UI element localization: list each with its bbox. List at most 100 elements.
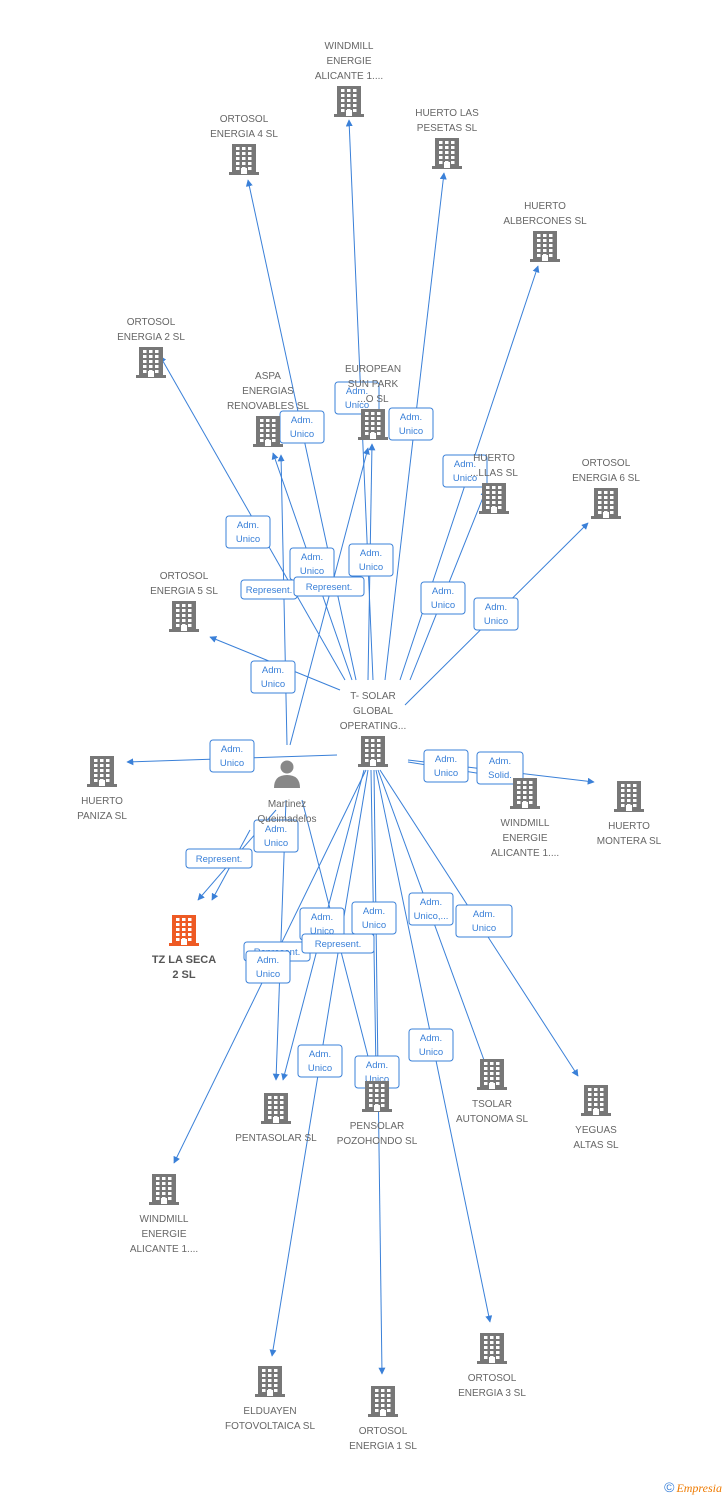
role-badge[interactable]: Adm.Unico <box>253 819 299 853</box>
role-badge[interactable]: Adm. Unico <box>388 407 434 441</box>
role-badge[interactable]: Adm.Solid. <box>476 751 524 785</box>
node-label: YEGUAS <box>575 1125 617 1136</box>
badge-label: Adm. <box>473 909 495 920</box>
badge-label: Represent. <box>246 585 292 596</box>
role-badge[interactable]: Adm.Unico <box>225 515 271 549</box>
role-badge[interactable]: Adm.Unico <box>442 454 488 488</box>
node-pentasolar[interactable]: PENTASOLAR SL <box>235 1093 317 1144</box>
badge-label: Unico <box>359 562 383 573</box>
node-label: SUN PARK <box>348 379 399 390</box>
badge-label: Unico <box>256 969 280 980</box>
badge-label: Unico <box>308 1063 332 1074</box>
role-badge[interactable]: Adm. Unico <box>408 1028 454 1062</box>
role-badge[interactable]: Represent. <box>240 579 298 600</box>
badge-label: Adm. <box>432 586 454 597</box>
badge-label: Unico <box>365 1074 389 1085</box>
role-badge[interactable]: Adm.Unico <box>297 1044 343 1078</box>
badge-label: Unico <box>484 616 508 627</box>
badge-label: Adm. <box>346 386 368 397</box>
node-label: HUERTO <box>608 821 650 832</box>
node-label: ORTOSOL <box>468 1373 517 1384</box>
role-badge[interactable]: Adm.Unico,... <box>408 892 454 926</box>
node-label: HUERTO <box>524 201 566 212</box>
building-icon <box>169 915 199 946</box>
brand-logo: Empresia <box>676 1481 722 1495</box>
building-icon <box>530 231 560 262</box>
badge-label: Solid. <box>488 770 512 781</box>
badge-label: Unico <box>419 1047 443 1058</box>
role-badge[interactable]: Adm.Unico <box>299 907 345 941</box>
node-label: ORTOSOL <box>160 571 209 582</box>
node-tsolar-global[interactable]: T- SOLARGLOBALOPERATING... <box>340 691 407 767</box>
role-badge[interactable]: Adm.Unico <box>250 660 296 694</box>
node-label: ALTAS SL <box>573 1140 619 1151</box>
node-label: ENERGIA 6 SL <box>572 473 640 484</box>
badge-label: Adm. <box>420 1033 442 1044</box>
node-huerto-montera[interactable]: HUERTO MONTERA SL <box>597 781 662 847</box>
node-label: ...O SL <box>357 394 389 405</box>
role-badge[interactable]: Adm.Unico <box>455 904 513 938</box>
badge-label: Adm. <box>291 415 313 426</box>
building-icon <box>136 347 166 378</box>
role-badge[interactable]: Adm.Unico <box>473 597 519 631</box>
role-badge[interactable]: Adm. Unico <box>423 749 469 783</box>
badge-label: Unico <box>434 768 458 779</box>
role-badge[interactable]: Adm. Unico <box>245 950 291 984</box>
badge-label: Adm. <box>257 955 279 966</box>
badge-label: Unico <box>261 679 285 690</box>
building-icon <box>591 488 621 519</box>
building-icon <box>149 1174 179 1205</box>
role-badge[interactable]: Adm.Unico <box>420 581 466 615</box>
role-badge[interactable]: Adm.Unico <box>289 547 335 581</box>
node-label: Martinez <box>268 799 306 810</box>
role-badge[interactable]: Represent. <box>293 576 365 597</box>
node-label: WINDMILL <box>501 818 550 829</box>
badge-label: Adm. <box>420 897 442 908</box>
role-badge[interactable]: Adm.Unico <box>348 543 394 577</box>
node-ortosol6[interactable]: ORTOSOL ENERGIA 6 SL <box>572 458 640 519</box>
badge-label: Adm. <box>435 754 457 765</box>
role-badge[interactable]: Represent. <box>301 933 375 954</box>
badge-label: Represent. <box>196 854 242 865</box>
badge-label: Adm. <box>301 552 323 563</box>
role-badge[interactable]: Adm.Unico <box>209 739 255 773</box>
node-label: T- SOLAR <box>350 691 396 702</box>
node-label: ALICANTE 1.... <box>315 71 383 82</box>
node-label: ORTOSOL <box>127 317 176 328</box>
node-label: MONTERA SL <box>597 836 662 847</box>
badge-label: Adm. <box>400 412 422 423</box>
node-label: ORTOSOL <box>582 458 631 469</box>
role-badge[interactable]: Adm.Unico <box>334 381 380 415</box>
footer-brand[interactable]: ©Empresia <box>664 1479 722 1496</box>
badge-label: Adm. <box>454 459 476 470</box>
node-label: ELDUAYEN <box>243 1406 296 1417</box>
role-badge[interactable]: Represent. <box>185 848 253 869</box>
relation-edge <box>277 454 288 746</box>
badge-label: Unico <box>399 426 423 437</box>
role-badge[interactable]: Adm.Unico <box>351 901 397 935</box>
building-icon <box>358 736 388 767</box>
node-huerto-llas[interactable]: HUERTO...LLAS SL <box>470 453 518 514</box>
node-label: ASPA <box>255 371 281 382</box>
node-label: ENERGIE <box>502 833 547 844</box>
node-yeguas[interactable]: YEGUAS ALTAS SL <box>573 1085 619 1151</box>
role-badge[interactable]: Adm.Unico <box>279 410 325 444</box>
